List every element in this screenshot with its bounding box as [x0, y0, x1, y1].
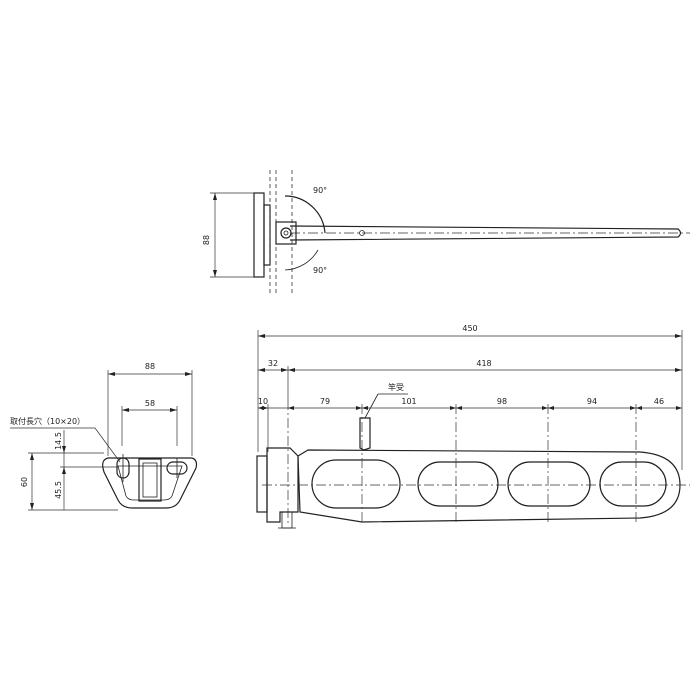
side-dim-seg-arrow-end: [676, 406, 682, 410]
side-dim-seg-arrow-3r: [548, 406, 554, 410]
top-wall-plate: [253, 192, 265, 278]
side-dim-10-label: 10: [258, 397, 268, 406]
side-wall-plate: [256, 455, 268, 513]
front-bracket-inner: [117, 465, 183, 501]
side-dim-418-arrow-l: [288, 368, 295, 372]
front-dim-14-5-label: 14.5: [54, 432, 63, 450]
side-dim-418-arrow-r: [675, 368, 682, 372]
side-rod-holder-label: 竿受: [388, 382, 404, 392]
front-hinge-inner: [142, 462, 158, 498]
side-hole-1: [311, 459, 401, 509]
side-rod-holder: [359, 417, 371, 451]
front-dim-58-arrow-l: [122, 408, 129, 412]
side-dim-seg-arrow-4l: [630, 406, 636, 410]
side-dim-seg-arrow-2r: [456, 406, 462, 410]
top-arm-notch: [359, 230, 365, 236]
side-dim-450-label: 450: [462, 324, 477, 333]
side-dim-seg-arrow-1l: [356, 406, 362, 410]
side-dim-seg-arrow-2l: [450, 406, 456, 410]
top-view: 88 90° 90°: [202, 170, 690, 295]
top-plate-flange: [263, 204, 271, 266]
front-dim-58-arrow-r: [170, 408, 177, 412]
side-dim-seg-arrow-0: [288, 406, 294, 410]
front-hinge-body: [138, 458, 162, 502]
top-swing-arc-lower: [284, 249, 319, 271]
side-hole-2: [417, 461, 499, 507]
top-arm: [289, 225, 682, 241]
front-dim-60-arrow-up: [30, 453, 34, 460]
side-dim-32-arrow-r: [281, 368, 288, 372]
side-seg-label: 98: [497, 397, 507, 406]
side-dim-450-arrow-r: [675, 334, 682, 338]
side-dim-seg-arrow-3l: [542, 406, 548, 410]
front-dim-58-label: 58: [145, 399, 155, 408]
side-seg-label: 101: [401, 397, 416, 406]
side-dim-450-arrow-l: [258, 334, 265, 338]
side-bolt: [281, 511, 293, 529]
side-dim-32-label: 32: [268, 359, 278, 368]
side-dim-10-arrow-r: [262, 406, 268, 410]
front-view: 88 58 60 14.5 45.5 取付長穴（10×20）: [10, 362, 198, 511]
front-bracket-outline: [102, 457, 198, 509]
side-arm-outline: [297, 449, 681, 523]
front-dim-88-arrow-l: [108, 372, 115, 376]
top-dim-arrow-up: [213, 193, 217, 200]
top-hinge-pin: [280, 227, 292, 239]
side-view: 竿受 450 32 418: [256, 324, 690, 529]
top-dim-arrow-down: [213, 270, 217, 277]
side-seg-label: 79: [320, 397, 330, 406]
front-dim-60-label: 60: [20, 477, 29, 487]
front-dim-60-arrow-down: [30, 503, 34, 510]
side-dim-seg-arrow-1r: [362, 406, 368, 410]
side-seg-label: 94: [587, 397, 597, 406]
front-dim-88-arrow-r: [185, 372, 192, 376]
side-seg-label: 46: [654, 397, 664, 406]
top-dim-88-label: 88: [202, 235, 211, 245]
front-dim-88-label: 88: [145, 362, 155, 371]
top-angle-lower-label: 90°: [313, 266, 327, 275]
side-hole-4: [599, 461, 667, 507]
front-dim-45-5-label: 45.5: [54, 481, 63, 499]
side-hole-3: [507, 461, 591, 507]
top-swing-arc-upper: [284, 195, 326, 234]
top-hinge-pin-inner: [283, 230, 289, 236]
side-rod-holder-leader: [364, 393, 379, 419]
side-dim-32-arrow-l: [258, 368, 265, 372]
top-angle-upper-label: 90°: [313, 186, 327, 195]
side-dim-seg-arrow-4r: [636, 406, 642, 410]
front-hole-label: 取付長穴（10×20）: [10, 416, 85, 426]
front-dim-45-arrow: [62, 467, 66, 474]
front-dim-14-arrow: [62, 446, 66, 453]
front-hole-leader: [94, 427, 121, 463]
side-dim-418-label: 418: [476, 359, 491, 368]
